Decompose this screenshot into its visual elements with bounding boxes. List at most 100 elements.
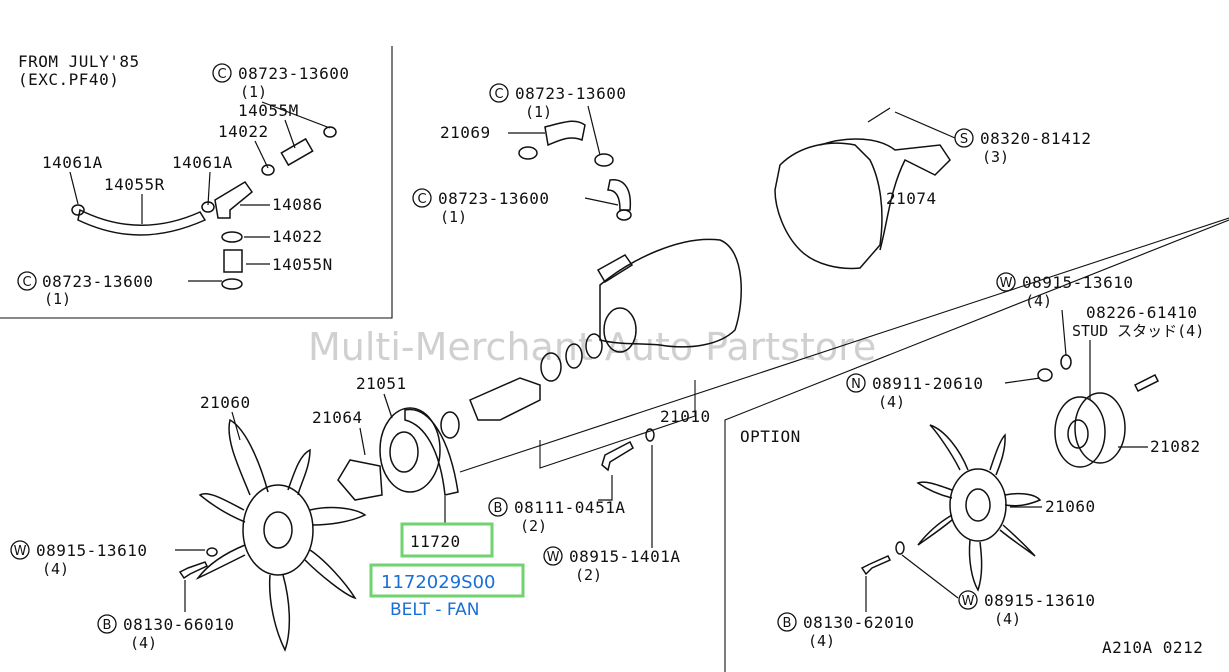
- shaft-drawing: [469, 377, 541, 421]
- part-number: 14055M: [238, 101, 299, 120]
- part-quantity: (1): [44, 290, 71, 308]
- spacer-21064-drawing: [337, 459, 383, 501]
- pulley-21051-drawing: [379, 407, 441, 493]
- part-quantity: (4): [878, 393, 905, 411]
- hose-drawing: [607, 179, 632, 211]
- part-number: 08723-13600: [238, 64, 349, 83]
- code-letter: W: [1000, 276, 1013, 291]
- bearing-drawing: [540, 352, 562, 382]
- leader-line: [1004, 377, 1041, 384]
- clamp-drawing: [71, 204, 85, 216]
- option-panel: OPTION W 08915-13610 (4) 08226-61410 STU…: [724, 219, 1229, 672]
- inset-panel: FROM JULY'85 (EXC.PF40) C 08723-13600 (1…: [0, 46, 393, 319]
- code-letter: W: [962, 594, 975, 609]
- washer-drawing: [206, 547, 218, 557]
- leader-line: [894, 111, 956, 139]
- part-number: 14055R: [104, 175, 165, 194]
- code-circle: [17, 271, 37, 291]
- washer-drawing: [1060, 354, 1072, 370]
- code-circle: [212, 63, 232, 83]
- part-quantity: (4): [808, 632, 835, 650]
- leader-line: [587, 105, 601, 156]
- bolt-drawing: [860, 555, 892, 576]
- watermark: Multi-Merchant Auto Partstore: [308, 325, 876, 369]
- seal-drawing: [565, 343, 583, 369]
- part-quantity: (1): [525, 103, 552, 121]
- leader-line: [254, 140, 269, 169]
- stud-label: STUD スタッド(4): [1072, 322, 1204, 340]
- part-number: 08320-81412: [980, 129, 1091, 148]
- part-number: 14055N: [272, 255, 333, 274]
- bolt-drawing: [178, 561, 209, 580]
- highlight-part-number-box[interactable]: [369, 563, 525, 598]
- code-circle: [97, 614, 117, 634]
- reference-bracket: [539, 380, 696, 469]
- part-quantity: (4): [1025, 292, 1052, 310]
- fan-clutch-21082-drawing: [1054, 392, 1126, 468]
- highlight-description: BELT - FAN: [390, 600, 479, 620]
- part-number: 11720: [410, 532, 461, 551]
- leader-line: [383, 393, 393, 419]
- clamp-drawing: [323, 126, 337, 138]
- code-circle: [488, 497, 508, 517]
- leader-line: [261, 101, 331, 129]
- part-number: 08723-13600: [515, 84, 626, 103]
- leader-line: [584, 197, 619, 206]
- part-number: 21082: [1150, 437, 1201, 456]
- hose-21069-drawing: [544, 120, 586, 147]
- part-number: 14022: [218, 122, 269, 141]
- hose-14055n-drawing: [223, 249, 243, 273]
- part-number: 08226-61410: [1086, 303, 1197, 322]
- plate-drawing: [819, 138, 951, 251]
- part-number: 08915-13610: [984, 591, 1095, 610]
- part-number: 08130-66010: [123, 615, 234, 634]
- nut-drawing: [1037, 368, 1053, 382]
- part-quantity: (4): [130, 634, 157, 652]
- leader-line: [1061, 309, 1067, 356]
- part-number: 08915-13610: [36, 541, 147, 560]
- washer-drawing: [895, 541, 905, 555]
- part-number: 14022: [272, 227, 323, 246]
- part-number: 08723-13600: [42, 272, 153, 291]
- gasket-21074-drawing: [774, 142, 883, 270]
- bolt-drawing: [601, 440, 634, 472]
- pump-inlet-drawing: [596, 254, 634, 284]
- part-number: 08723-13600: [438, 189, 549, 208]
- code-circle: [958, 590, 978, 610]
- highlight-part-number[interactable]: 1172029S00: [381, 572, 496, 593]
- clamp-drawing: [594, 153, 614, 167]
- main-diagram: C 08723-13600 (1) 21069 C 08723-13600 (1…: [10, 83, 1229, 652]
- part-number: 21069: [440, 123, 491, 142]
- code-letter: C: [217, 67, 226, 82]
- diagram-code: A210A 0212: [1102, 638, 1203, 657]
- leader-line: [231, 411, 241, 441]
- code-letter: B: [103, 618, 112, 633]
- part-number: 08111-0451A: [514, 498, 625, 517]
- hose-14055r-drawing: [77, 208, 207, 236]
- part-number: 08915-1401A: [569, 547, 680, 566]
- part-number: 21060: [1045, 497, 1096, 516]
- code-circle: [996, 272, 1016, 292]
- option-title: OPTION: [740, 427, 801, 446]
- option-border: [724, 219, 1229, 672]
- part-11720-highlight-box[interactable]: [400, 522, 494, 558]
- code-circle: [543, 546, 563, 566]
- part-quantity: (4): [42, 560, 69, 578]
- clamp-drawing: [616, 209, 632, 221]
- code-circle: [846, 373, 866, 393]
- code-letter: S: [960, 132, 968, 147]
- code-circle: [489, 83, 509, 103]
- code-letter: W: [547, 550, 560, 565]
- part-quantity: (3): [982, 148, 1009, 166]
- part-quantity: (2): [575, 566, 602, 584]
- washer-drawing: [645, 428, 655, 442]
- stud-drawing: [1133, 373, 1160, 393]
- hose-14055m-drawing: [280, 137, 314, 167]
- part-number: 21064: [312, 408, 363, 427]
- part-number: 08130-62010: [803, 613, 914, 632]
- code-letter: C: [22, 275, 31, 290]
- part-number: 21060: [200, 393, 251, 412]
- inset-title-line2: (EXC.PF40): [18, 70, 119, 89]
- part-number: 08915-13610: [1022, 273, 1133, 292]
